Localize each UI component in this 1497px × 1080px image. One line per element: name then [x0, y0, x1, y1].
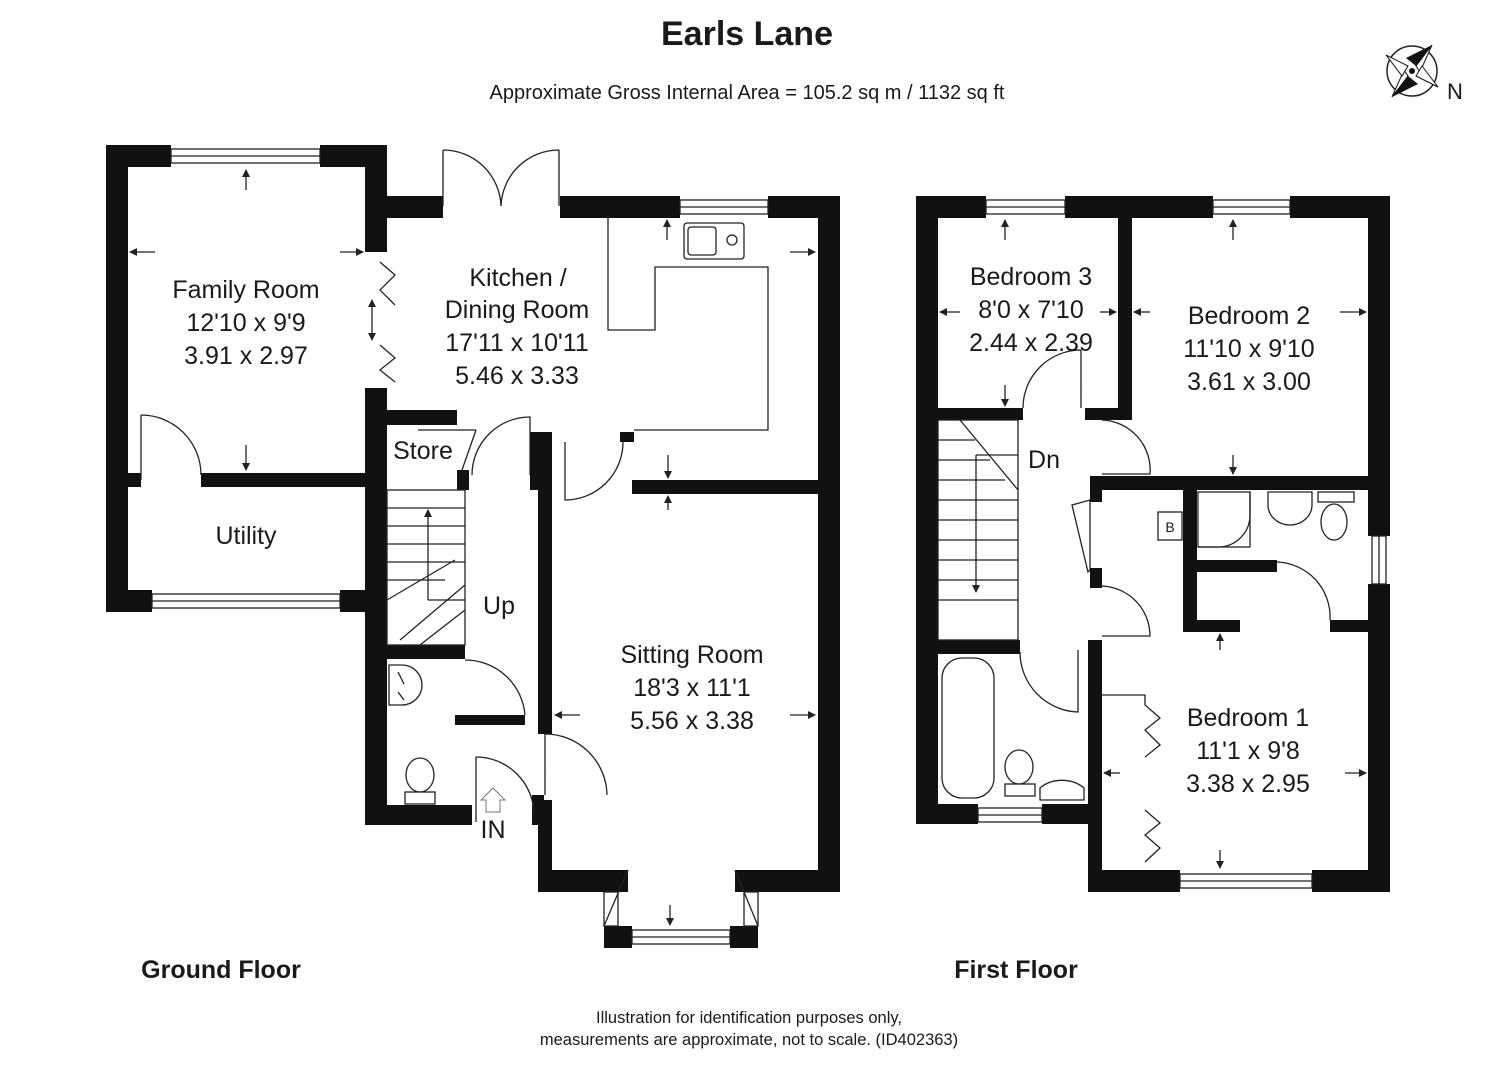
room-bedroom-1-name: Bedroom 1 — [1187, 704, 1309, 732]
room-kitchen-name-2: Dining Room — [445, 296, 590, 324]
room-bedroom-2-name: Bedroom 2 — [1188, 302, 1310, 330]
bath-icon — [941, 657, 995, 799]
shower-icon — [1197, 491, 1251, 548]
stairs-up-label: Up — [483, 592, 515, 620]
ground-floor-windows — [151, 148, 769, 945]
room-sitting-metric: 5.56 x 3.38 — [630, 707, 754, 735]
room-kitchen-name-1: Kitchen / — [469, 264, 566, 292]
bathroom-basin-icon — [1039, 779, 1085, 801]
room-bedroom-1-metric: 3.38 x 2.95 — [1186, 770, 1310, 798]
room-family-imperial: 12'10 x 9'9 — [186, 309, 305, 337]
north-label: N — [1447, 79, 1463, 104]
first-floor-walls — [916, 196, 1390, 892]
room-bedroom-1-imperial: 11'1 x 9'8 — [1196, 737, 1300, 765]
first-floor-stairs — [937, 419, 1019, 641]
ground-floor-label: Ground Floor — [141, 956, 301, 984]
room-bedroom-2: Bedroom 2 11'10 x 9'10 3.61 x 3.00 — [1183, 302, 1314, 396]
gross-area-text: Approximate Gross Internal Area = 105.2 … — [490, 82, 1005, 104]
room-kitchen-imperial: 17'11 x 10'11 — [445, 329, 588, 357]
room-bedroom-3-metric: 2.44 x 2.39 — [969, 329, 1093, 357]
first-floor-label: First Floor — [954, 956, 1078, 984]
sink-icon — [726, 234, 738, 246]
room-sitting-name: Sitting Room — [620, 641, 763, 669]
ground-floor-stairs — [386, 489, 466, 646]
footer-disclaimer-line-2: measurements are approximate, not to sca… — [540, 1031, 958, 1049]
first-floor-plan: B Bedroom 3 8'0 x 7'10 2.44 x 2.39 Bedro… — [916, 196, 1390, 892]
ensuite-basin-icon — [1267, 491, 1313, 526]
ground-wc-fittings — [388, 664, 436, 805]
room-store-name: Store — [393, 437, 453, 465]
toilet-icon — [405, 757, 435, 793]
room-family-name: Family Room — [172, 276, 319, 304]
room-bedroom-3: Bedroom 3 8'0 x 7'10 2.44 x 2.39 — [969, 263, 1093, 357]
room-kitchen-metric: 5.46 x 3.33 — [455, 362, 579, 390]
room-utility-name: Utility — [215, 522, 277, 550]
room-bedroom-3-imperial: 8'0 x 7'10 — [978, 296, 1083, 324]
bathroom-toilet-icon — [1004, 749, 1034, 785]
room-sitting-imperial: 18'3 x 11'1 — [633, 674, 751, 702]
first-floor-dimension-arrows — [939, 219, 1367, 869]
first-floor-windows — [977, 199, 1387, 889]
kitchen-fittings — [607, 218, 769, 431]
boiler-label: B — [1165, 519, 1174, 535]
room-bedroom-2-imperial: 11'10 x 9'10 — [1183, 335, 1314, 363]
room-family-metric: 3.91 x 2.97 — [184, 342, 308, 370]
entrance-arrow-icon — [479, 787, 507, 813]
plan-title: Earls Lane — [661, 15, 833, 53]
room-family: Family Room 12'10 x 9'9 3.91 x 2.97 — [172, 276, 319, 370]
entrance-label: IN — [481, 816, 506, 844]
room-bedroom-3-name: Bedroom 3 — [970, 263, 1092, 291]
room-bedroom-2-metric: 3.61 x 3.00 — [1187, 368, 1311, 396]
footer-disclaimer-line-1: Illustration for identification purposes… — [596, 1009, 902, 1027]
room-sitting: Sitting Room 18'3 x 11'1 5.56 x 3.38 — [620, 641, 763, 735]
ensuite-toilet-icon — [1320, 503, 1348, 541]
room-bedroom-1: Bedroom 1 11'1 x 9'8 3.38 x 2.95 — [1186, 704, 1310, 798]
compass-rose-icon — [1385, 44, 1439, 98]
boiler-icon — [1157, 511, 1183, 541]
ground-floor-plan: Family Room 12'10 x 9'9 3.91 x 2.97 Kitc… — [106, 145, 840, 948]
ground-floor-dimension-arrows — [129, 169, 816, 926]
ground-floor-walls — [106, 145, 840, 948]
room-kitchen: Kitchen / Dining Room 17'11 x 10'11 5.46… — [445, 264, 590, 390]
ground-floor-doors — [140, 149, 624, 822]
first-floor-doors — [1019, 349, 1331, 863]
stairs-down-label: Dn — [1028, 446, 1060, 474]
bathroom-fittings — [941, 491, 1355, 801]
